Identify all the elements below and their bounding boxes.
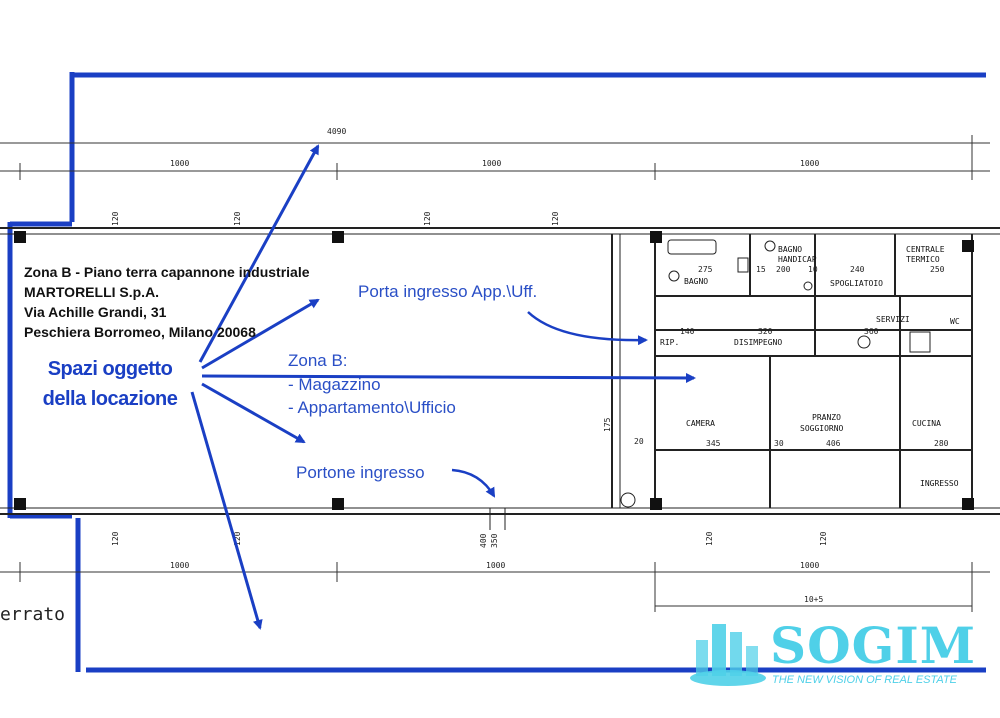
zona-note-item-2: - Appartamento\Ufficio — [288, 398, 456, 417]
logo-name: SOGIM — [770, 616, 977, 675]
columns — [14, 231, 974, 510]
fixtures — [620, 239, 931, 508]
svg-text:345: 345 — [706, 439, 721, 448]
porta-note: Porta ingresso App.\Uff. — [358, 282, 538, 301]
title-block: Zona B - Piano terra capannone industria… — [24, 262, 310, 342]
dim-bottom-span-2: 1000 — [486, 561, 505, 570]
svg-text:280: 280 — [934, 439, 949, 448]
svg-text:120: 120 — [233, 211, 242, 226]
title-line-2: MARTORELLI S.p.A. — [24, 284, 160, 300]
room-centrale: CENTRALE — [906, 245, 945, 254]
sogim-logo: SOGIM THE NEW VISION OF REAL ESTATE — [688, 618, 988, 692]
room-labels: BAGNO BAGNO HANDICAP SPOGLIATOIO CENTRAL… — [660, 245, 960, 488]
arrow-to-porta-area — [201, 298, 320, 370]
arrow-to-top — [198, 144, 320, 363]
spazi-callout: Spazi oggetto della locazione — [30, 354, 190, 414]
svg-text:10: 10 — [808, 265, 818, 274]
room-soggiorno: SOGGIORNO — [800, 424, 844, 433]
room-pranzo: PRANZO — [812, 413, 841, 422]
room-wc: WC — [950, 317, 960, 326]
svg-text:250: 250 — [930, 265, 945, 274]
svg-text:360: 360 — [864, 327, 879, 336]
arrow-to-portone-area — [201, 382, 306, 444]
title-line-4: Peschiera Borromeo, Milano 20068 — [24, 324, 256, 340]
room-termico: TERMICO — [906, 255, 940, 264]
svg-text:15: 15 — [756, 265, 766, 274]
callout-arrows — [190, 144, 696, 630]
bottom-window-dims: 120 120 120 120 — [111, 531, 828, 546]
dim-door-height: 350 — [490, 533, 499, 548]
dim-bottom-span-3: 1000 — [800, 561, 819, 570]
building-logo-icon — [690, 624, 766, 686]
arrow-to-bottom — [190, 391, 263, 630]
portone-arrow — [451, 468, 496, 498]
dim-top-total: 4090 — [327, 127, 346, 136]
zona-note-item-1: - Magazzino — [288, 375, 381, 394]
svg-text:140: 140 — [680, 327, 695, 336]
room-cucina: CUCINA — [912, 419, 941, 428]
lease-boundary — [7, 72, 986, 673]
arrow-to-zona-b — [201, 372, 696, 383]
room-ingresso: INGRESSO — [920, 479, 959, 488]
dim-top-span-3: 1000 — [800, 159, 819, 168]
dim-bottom-span-1: 1000 — [170, 561, 189, 570]
building-walls — [0, 227, 1000, 515]
svg-text:120: 120 — [551, 211, 560, 226]
zona-note-title: Zona B: — [288, 351, 348, 370]
title-line-3: Via Achille Grandi, 31 — [24, 304, 167, 320]
svg-text:120: 120 — [705, 531, 714, 546]
spazi-line-2: della locazione — [42, 388, 178, 410]
dim-door-width: 400 — [479, 533, 488, 548]
top-dimension-lines — [0, 135, 990, 180]
top-window-dims: 120 120 120 120 — [111, 211, 560, 226]
svg-text:120: 120 — [423, 211, 432, 226]
dim-side-175: 175 — [603, 417, 612, 432]
logo-tagline: THE NEW VISION OF REAL ESTATE — [772, 674, 957, 686]
terrace-fragment: errato — [0, 604, 65, 625]
room-camera: CAMERA — [686, 419, 715, 428]
porta-arrow — [527, 311, 648, 346]
spazi-line-1: Spazi oggetto — [47, 358, 173, 380]
svg-text:275: 275 — [698, 265, 713, 274]
dim-top-span-1: 1000 — [170, 159, 189, 168]
svg-text:120: 120 — [233, 531, 242, 546]
dim-top-span-2: 1000 — [482, 159, 501, 168]
portone-symbol — [489, 508, 506, 530]
bottom-dimension-lines — [0, 562, 990, 612]
room-disimpegno: DISIMPEGNO — [734, 338, 782, 347]
title-line-1: Zona B - Piano terra capannone industria… — [24, 264, 310, 280]
room-bagno: BAGNO — [684, 277, 708, 286]
portone-note: Portone ingresso — [296, 463, 425, 482]
svg-text:240: 240 — [850, 265, 865, 274]
svg-text:120: 120 — [111, 531, 120, 546]
dim-bottom-right: 10+5 — [804, 595, 823, 604]
svg-text:320: 320 — [758, 327, 773, 336]
room-handicap: HANDICAP — [778, 255, 817, 264]
room-bagno-hc: BAGNO — [778, 245, 802, 254]
room-spogliatoio: SPOGLIATOIO — [830, 279, 883, 288]
dim-side-20: 20 — [634, 437, 644, 446]
room-rip: RIP. — [660, 338, 679, 347]
svg-text:30: 30 — [774, 439, 784, 448]
svg-text:406: 406 — [826, 439, 841, 448]
room-servizi: SERVIZI — [876, 315, 910, 324]
apartment-walls — [655, 234, 972, 508]
svg-text:120: 120 — [819, 531, 828, 546]
note-arrows — [451, 311, 648, 498]
room-dimensions: 275 15 200 10 240 250 140 320 360 345 30… — [680, 265, 949, 448]
svg-text:200: 200 — [776, 265, 791, 274]
svg-text:120: 120 — [111, 211, 120, 226]
